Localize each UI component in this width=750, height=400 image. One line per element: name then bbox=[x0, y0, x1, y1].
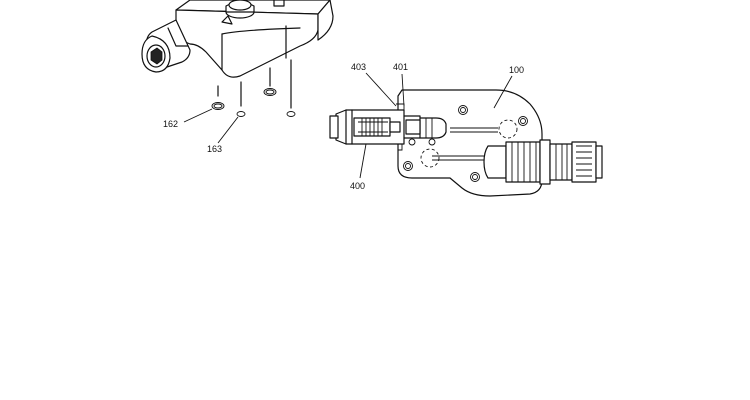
o-ring-small bbox=[286, 111, 296, 117]
callout-401: 401 bbox=[393, 62, 408, 72]
solenoid-valve-400 bbox=[329, 103, 447, 145]
o-ring-163 bbox=[236, 111, 246, 117]
callout-403: 403 bbox=[351, 62, 366, 72]
leader-lines bbox=[183, 72, 513, 179]
callout-100: 100 bbox=[509, 65, 524, 75]
o-rings bbox=[211, 88, 296, 117]
o-ring-162 bbox=[211, 102, 225, 110]
callout-162: 162 bbox=[163, 119, 178, 129]
o-ring-large bbox=[263, 88, 277, 96]
connector bbox=[483, 139, 603, 185]
valve-block bbox=[141, 0, 334, 109]
callout-400: 400 bbox=[350, 181, 365, 191]
callout-163: 163 bbox=[207, 144, 222, 154]
